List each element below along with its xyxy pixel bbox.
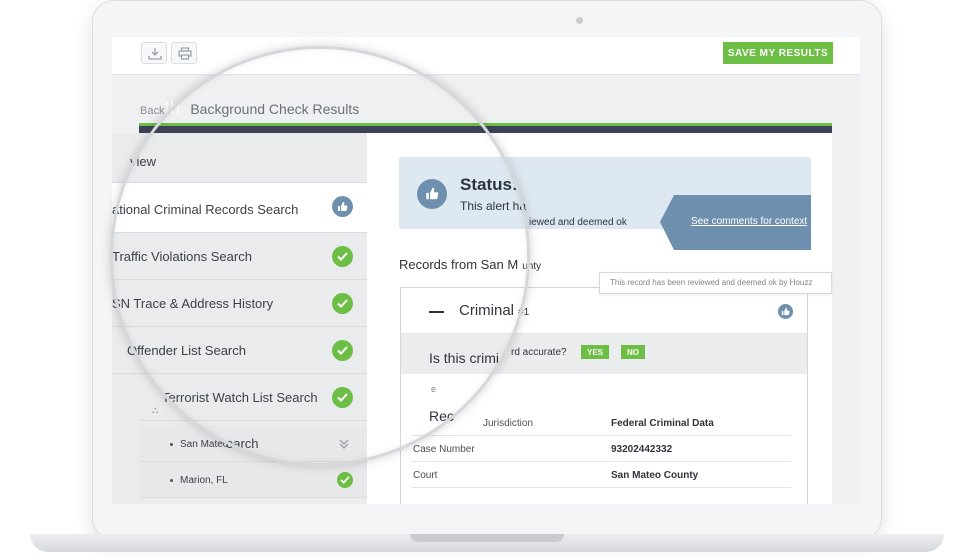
sidebar-subitem-overlay: earch — [226, 436, 259, 451]
sidebar-subitem-label: San Mateo — [180, 439, 229, 450]
record-card: Criminal#1 Is this crimi rd accurate? YE… — [400, 287, 808, 504]
chevron-down-icon[interactable] — [339, 438, 349, 450]
sidebar-item-criminal-records[interactable]: ational Criminal Records Search — [112, 183, 367, 233]
laptop-base — [0, 528, 974, 560]
bank-icon: ⛬ — [152, 405, 159, 415]
records-heading-text: Records from San M — [399, 257, 519, 272]
record-title-text: Criminal — [459, 302, 515, 319]
laptop-deck — [30, 534, 944, 552]
field-jurisdiction: Jurisdiction Federal Criminal Data — [411, 410, 791, 436]
check-icon — [332, 387, 353, 408]
download-button[interactable] — [141, 42, 167, 64]
sidebar-item-overview[interactable]: view — [112, 133, 367, 183]
comments-tab[interactable]: See comments for context — [660, 195, 811, 250]
status-title: Status: — [460, 175, 518, 194]
field-case-number: Case Number 93202442332 — [411, 436, 791, 462]
field-key: Jurisdiction — [483, 418, 534, 429]
brand-logo: th — [164, 98, 181, 119]
sidebar-item-offender-list[interactable]: Offender List Search — [112, 327, 367, 374]
accuracy-question: Is this crimi rd accurate? YES NO — [401, 334, 807, 374]
print-icon — [178, 47, 192, 60]
sidebar-item-terrorist-watch[interactable]: Terrorist Watch List Search ⛬ — [140, 374, 367, 421]
sidebar-subitem-label: Marion, FL — [180, 475, 228, 486]
camera-icon — [576, 17, 583, 24]
sidebar-item-traffic-violations[interactable]: Traffic Violations Search — [112, 233, 367, 280]
no-button[interactable]: NO — [621, 345, 645, 359]
download-icon — [148, 48, 162, 60]
field-value: 93202442332 — [611, 444, 673, 455]
status-box: Status: This alert ha iewed and deemed o… — [399, 157, 811, 250]
screen: SAVE MY RESULTS Backth Background Check R… — [112, 37, 860, 504]
record-card-header[interactable]: Criminal#1 — [401, 288, 807, 334]
sidebar-item-label: Terrorist Watch List Search — [162, 390, 318, 405]
check-icon — [332, 293, 353, 314]
print-button[interactable] — [171, 42, 197, 64]
sidebar-item-label: SN Trace & Address History — [112, 296, 274, 311]
record-title: Criminal#1 — [459, 302, 529, 319]
yes-button[interactable]: YES — [581, 345, 610, 359]
sidebar-subitem-san-mateo[interactable]: San Mateo earch — [140, 426, 367, 462]
sidebar: view ational Criminal Records Search Tra… — [112, 133, 367, 504]
check-icon — [332, 246, 353, 267]
check-icon — [337, 472, 353, 488]
collapse-icon[interactable] — [429, 311, 444, 313]
field-key: Case Number — [413, 444, 475, 455]
laptop-notch — [410, 534, 564, 542]
review-tooltip: This record has been reviewed and deemed… — [599, 272, 832, 294]
see-comments-link[interactable]: See comments for context — [691, 216, 808, 227]
top-toolbar: SAVE MY RESULTS — [112, 37, 860, 75]
bullet-dot — [170, 443, 173, 446]
field-court: Court San Mateo County — [411, 462, 791, 488]
field-value: Federal Criminal Data — [611, 418, 714, 429]
sidebar-item-label: ational Criminal Records Search — [112, 202, 299, 217]
record-subtext: e — [431, 384, 437, 394]
field-value: San Mateo County — [611, 470, 699, 481]
sidebar-item-label: view — [130, 154, 157, 169]
save-results-button[interactable]: SAVE MY RESULTS — [723, 42, 833, 64]
sidebar-subitem-marion[interactable]: Marion, FL — [140, 462, 367, 498]
check-icon — [332, 340, 353, 361]
sidebar-item-ssn-trace[interactable]: SN Trace & Address History — [112, 280, 367, 327]
thumbs-up-icon — [778, 304, 793, 319]
status-text-continued: iewed and deemed ok — [529, 217, 627, 228]
record-number: #1 — [518, 307, 530, 318]
back-link[interactable]: Back — [140, 105, 165, 117]
status-text: This alert ha — [460, 199, 527, 213]
accuracy-question-large: Is this crimi — [429, 350, 499, 366]
page-title: Background Check Results — [190, 101, 360, 117]
records-heading-overlay: unty — [522, 261, 542, 272]
page-heading: Backth Background Check Results — [140, 98, 359, 120]
thumbs-up-icon — [417, 179, 447, 209]
main-content: Status: This alert ha iewed and deemed o… — [367, 133, 832, 504]
sidebar-item-label: Traffic Violations Search — [112, 249, 252, 264]
accuracy-question-small: rd accurate? — [511, 347, 567, 358]
record-details-overlay: Rec — [429, 408, 454, 424]
sidebar-item-label: Offender List Search — [127, 343, 246, 358]
thumbs-up-icon — [332, 196, 353, 217]
bullet-dot — [170, 479, 173, 482]
field-key: Court — [413, 470, 438, 481]
